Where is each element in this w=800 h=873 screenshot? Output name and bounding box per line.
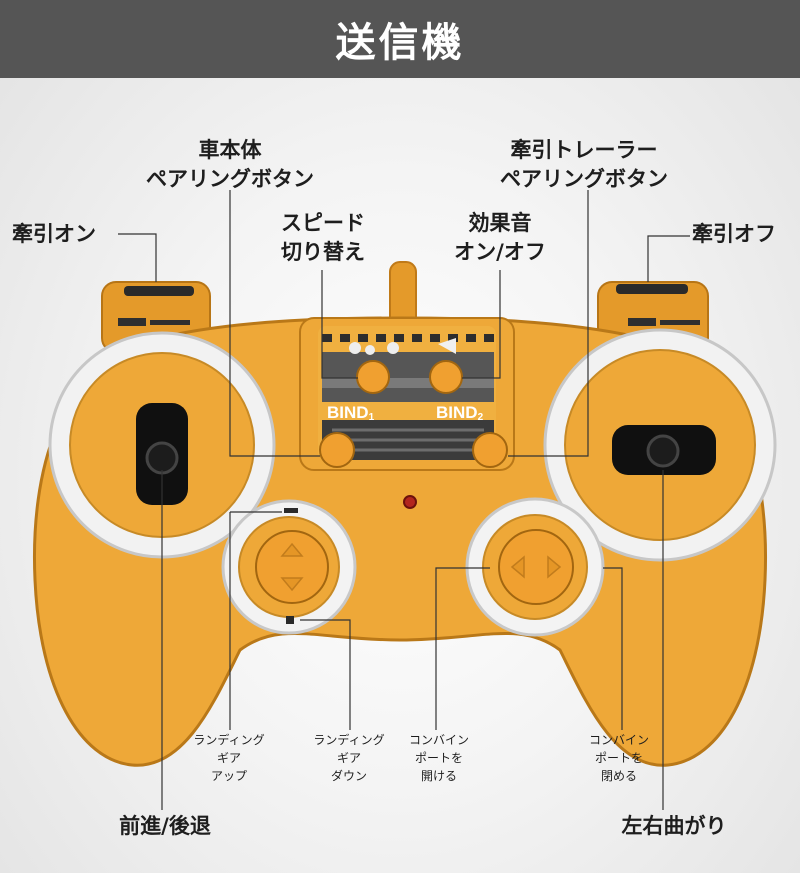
page-title: 送信機 (0, 0, 800, 78)
gear-up-mark (284, 508, 298, 513)
label-gear-up-line1: ランディング (193, 733, 265, 747)
label-forward-back: 前進/後退 (119, 814, 211, 838)
label-combine-close-line2: ポートを (594, 751, 643, 765)
tow-on-shoulder-button[interactable] (101, 281, 211, 353)
label-trailer-pairing-line1: 牽引トレーラー (510, 138, 658, 162)
trailer-pairing-button[interactable] (472, 432, 508, 468)
label-body-pairing-line2: ペアリングボタン (146, 167, 314, 191)
landing-gear-dpad[interactable] (221, 499, 357, 635)
label-speed-line2: 切り替え (281, 240, 365, 264)
leader-lines (118, 190, 690, 810)
label-combine-close: コンバイン ポートを 閉める (574, 731, 664, 785)
label-trailer-pairing-line2: ペアリングボタン (500, 167, 668, 191)
label-speed-switch: スピード 切り替え (268, 209, 378, 267)
gear-down-mark (286, 616, 294, 624)
label-combine-close-line1: コンバイン (588, 733, 649, 747)
label-speed-line1: スピード (281, 211, 365, 235)
label-trailer-pairing: 牽引トレーラー ペアリングボタン (484, 136, 684, 194)
center-panel (299, 317, 515, 471)
label-combine-open-line1: コンバイン (408, 733, 469, 747)
label-gear-up: ランディング ギア アップ (184, 731, 274, 785)
label-combine-open: コンバイン ポートを 開ける (394, 731, 484, 785)
label-sound-line2: オン/オフ (454, 240, 546, 264)
label-combine-open-line3: 開ける (420, 769, 457, 783)
label-combine-open-line2: ポートを (414, 751, 463, 765)
label-combine-close-line3: 閉める (600, 769, 637, 783)
label-sound-line1: 効果音 (468, 211, 532, 235)
label-tow-on: 牽引オン (12, 222, 96, 246)
speed-switch-button[interactable] (356, 360, 390, 394)
label-sound-toggle: 効果音 オン/オフ (440, 209, 560, 267)
label-gear-down: ランディング ギア ダウン (304, 731, 394, 785)
label-gear-down-line2: ギア (336, 751, 361, 765)
bind1-label: BIND1 (327, 403, 375, 423)
label-body-pairing-line1: 車本体 (198, 138, 262, 162)
label-gear-down-line3: ダウン (330, 769, 367, 783)
label-gear-up-line3: アップ (210, 769, 247, 783)
label-steer: 左右曲がり (621, 814, 727, 838)
power-led (403, 495, 417, 509)
horn-icon (438, 338, 456, 354)
right-stick-steer[interactable] (543, 328, 777, 562)
bind2-label: BIND2 (436, 403, 484, 423)
left-stick-forward-back[interactable] (48, 331, 276, 559)
body-pairing-button[interactable] (319, 432, 355, 468)
label-gear-up-line2: ギア (216, 751, 241, 765)
label-gear-down-line1: ランディング (313, 733, 385, 747)
label-body-pairing: 車本体 ペアリングボタン (130, 136, 330, 194)
combine-port-dpad[interactable] (465, 497, 605, 637)
label-tow-off: 牽引オフ (692, 222, 776, 246)
sound-toggle-button[interactable] (429, 360, 463, 394)
